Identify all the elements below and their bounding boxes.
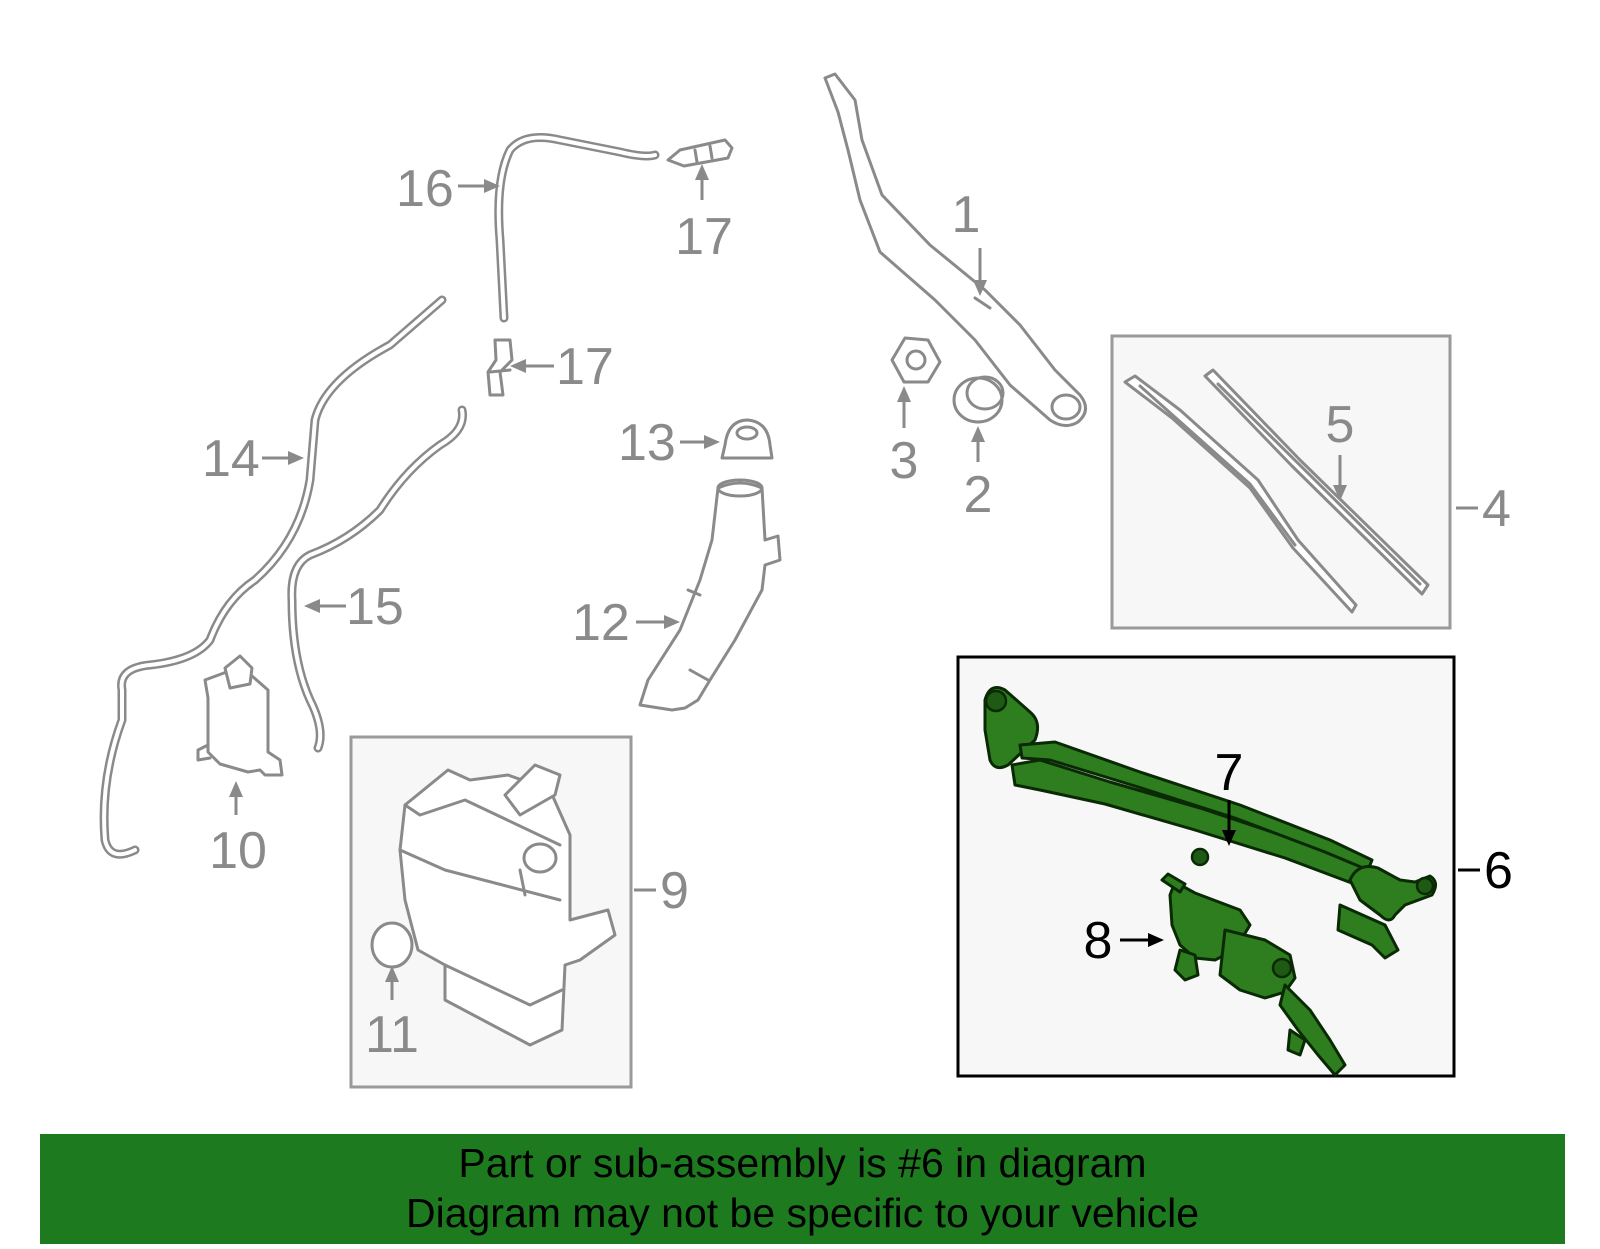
part-wiper-blade-left: [1123, 374, 1358, 614]
callout-4: 4: [1482, 480, 1511, 538]
callout-14: 14: [202, 430, 260, 488]
part-8-wiper-motor: [1160, 872, 1347, 1077]
part-15-hose: [287, 405, 468, 753]
part-12-filler-neck: [638, 478, 782, 712]
callout-17-top: 17: [675, 208, 733, 266]
box-4-wiper-blades: [1110, 334, 1452, 630]
callout-16: 16: [396, 160, 454, 218]
callout-1: 1: [952, 186, 981, 244]
callout-12: 12: [572, 594, 630, 652]
footer-line-1: Part or sub-assembly is #6 in diagram: [458, 1140, 1147, 1186]
part-2-cap: [952, 375, 1005, 424]
part-3-nut: [890, 336, 942, 384]
part-10-washer-pump: [196, 654, 284, 777]
part-7-wiper-linkage: [983, 686, 1437, 960]
part-16-hose: [494, 133, 660, 323]
part-11-grommet: [370, 921, 414, 969]
footer-line-2: Diagram may not be specific to your vehi…: [405, 1190, 1199, 1236]
part-17-connector-mid: [486, 338, 514, 397]
callout-15: 15: [346, 578, 404, 636]
callout-7: 7: [1215, 744, 1244, 802]
callout-2: 2: [964, 466, 993, 524]
part-1-wiper-arm: [823, 72, 1087, 427]
callout-13: 13: [618, 414, 676, 472]
part-14-hose: [99, 295, 447, 859]
part-13-filler-cap: [720, 418, 774, 460]
callout-3: 3: [890, 432, 919, 490]
callout-10: 10: [209, 822, 267, 880]
callout-8: 8: [1084, 912, 1113, 970]
callout-11: 11: [365, 1006, 419, 1064]
callout-17-mid: 17: [556, 338, 614, 396]
callout-5: 5: [1326, 396, 1355, 454]
footer-banner: Part or sub-assembly is #6 in diagram Di…: [40, 1134, 1565, 1244]
callout-6: 6: [1484, 842, 1513, 900]
part-9-washer-reservoir: [398, 763, 617, 1047]
part-17-connector-top: [666, 138, 734, 168]
callout-9: 9: [660, 862, 689, 920]
part-5-wiper-blade-right: [1203, 368, 1430, 596]
